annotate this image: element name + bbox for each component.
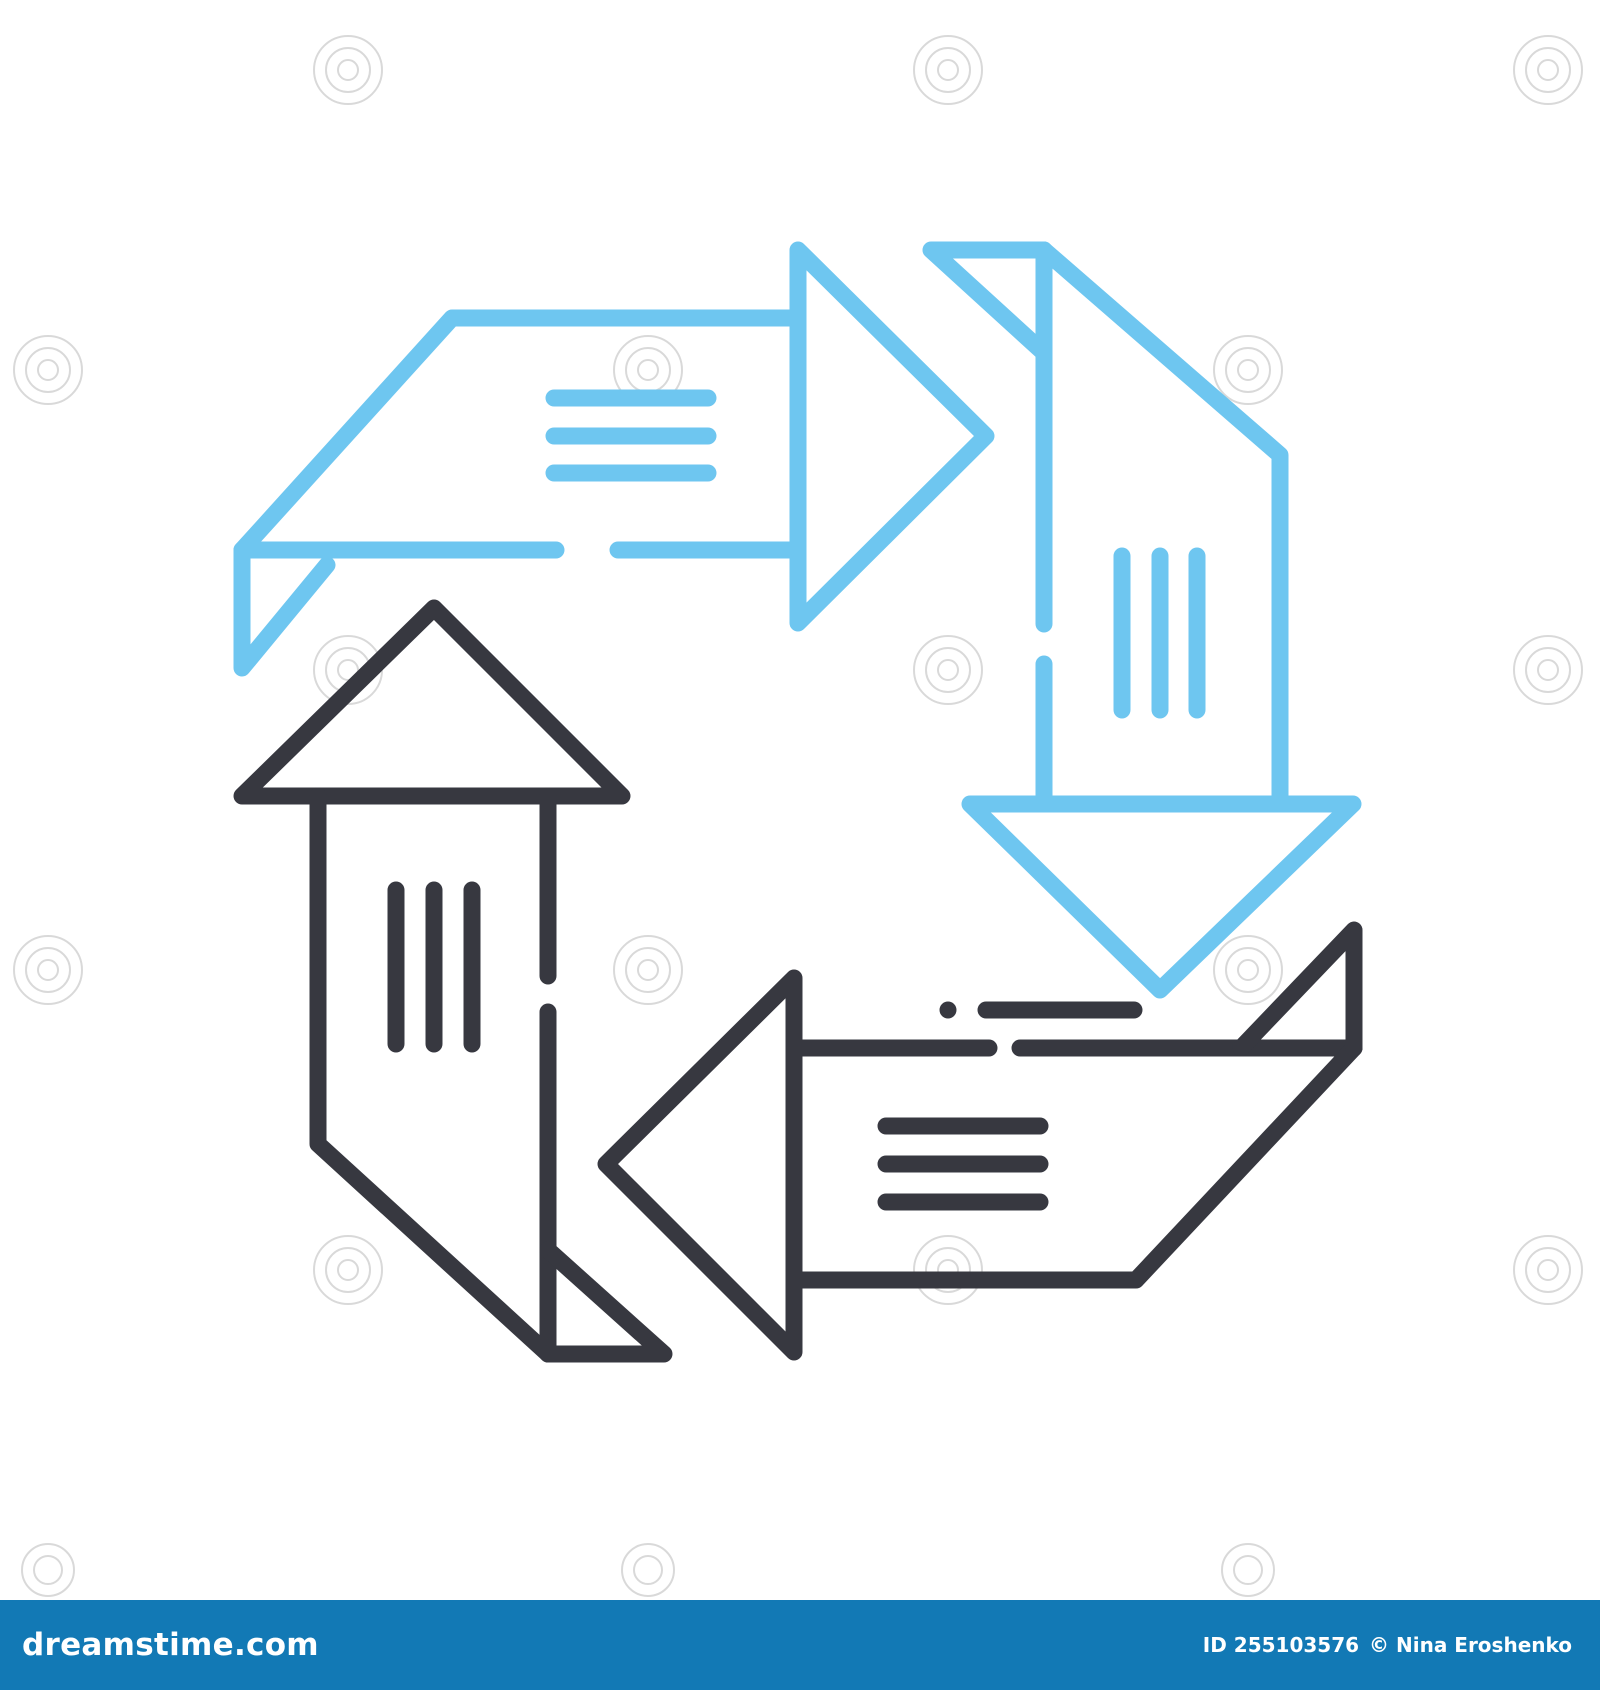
right-arrow-down (922, 241, 1362, 999)
fold-flap (922, 241, 1053, 362)
text-lines-icon (877, 1117, 1049, 1211)
author-credit: © Nina Eroshenko (1369, 1633, 1572, 1657)
watermark-spiral-icon (913, 1235, 983, 1305)
watermark-spiral-icon (313, 35, 383, 105)
watermark-spiral-icon (13, 335, 83, 405)
arrow-head (789, 241, 995, 632)
text-lines-icon (387, 881, 481, 1053)
watermark-spiral-icon (1513, 635, 1583, 705)
footer-logo-text: dreamstime.com (22, 1627, 319, 1663)
arrow-head (961, 795, 1362, 999)
watermark-spiral-icon (913, 635, 983, 705)
watermark-spiral-icon (913, 35, 983, 105)
arrow-body-outline (309, 787, 557, 1363)
watermark-spiral-icon (1513, 1235, 1583, 1305)
arrow-body-outline (785, 1039, 1363, 1289)
arrow-head (597, 969, 803, 1361)
watermark-spiral-icon (313, 1235, 383, 1305)
text-lines-icon (1113, 547, 1206, 719)
image-id: ID 255103576 (1202, 1633, 1360, 1657)
bottom-arrow-left (597, 921, 1363, 1361)
cycle-arrows-icon (13, 35, 1583, 1597)
watermark-spiral-icon (1213, 935, 1283, 1005)
arrow-body-outline (233, 309, 807, 559)
top-arrow-right (233, 241, 995, 677)
watermark-spiral-icon (1221, 1543, 1275, 1597)
arrow-body-outline (1035, 241, 1289, 809)
arrow-head (233, 599, 631, 805)
fold-flap (233, 541, 336, 677)
watermark-spiral-icon (21, 1543, 75, 1597)
watermark-spiral-icon (613, 935, 683, 1005)
watermark-footer-bar: dreamstime.com ID 255103576 © Nina Erosh… (0, 1600, 1600, 1690)
watermark-spiral-icon (621, 1543, 675, 1597)
fold-flap (539, 1241, 673, 1363)
watermark-spiral-icon (13, 935, 83, 1005)
watermark-spiral-icon (1513, 35, 1583, 105)
watermark-spiral-icon (1213, 335, 1283, 405)
footer-credit: ID 255103576 © Nina Eroshenko (1203, 1633, 1572, 1657)
text-lines-icon (545, 389, 717, 482)
left-arrow-up (233, 599, 673, 1363)
fold-flap (1232, 921, 1363, 1057)
